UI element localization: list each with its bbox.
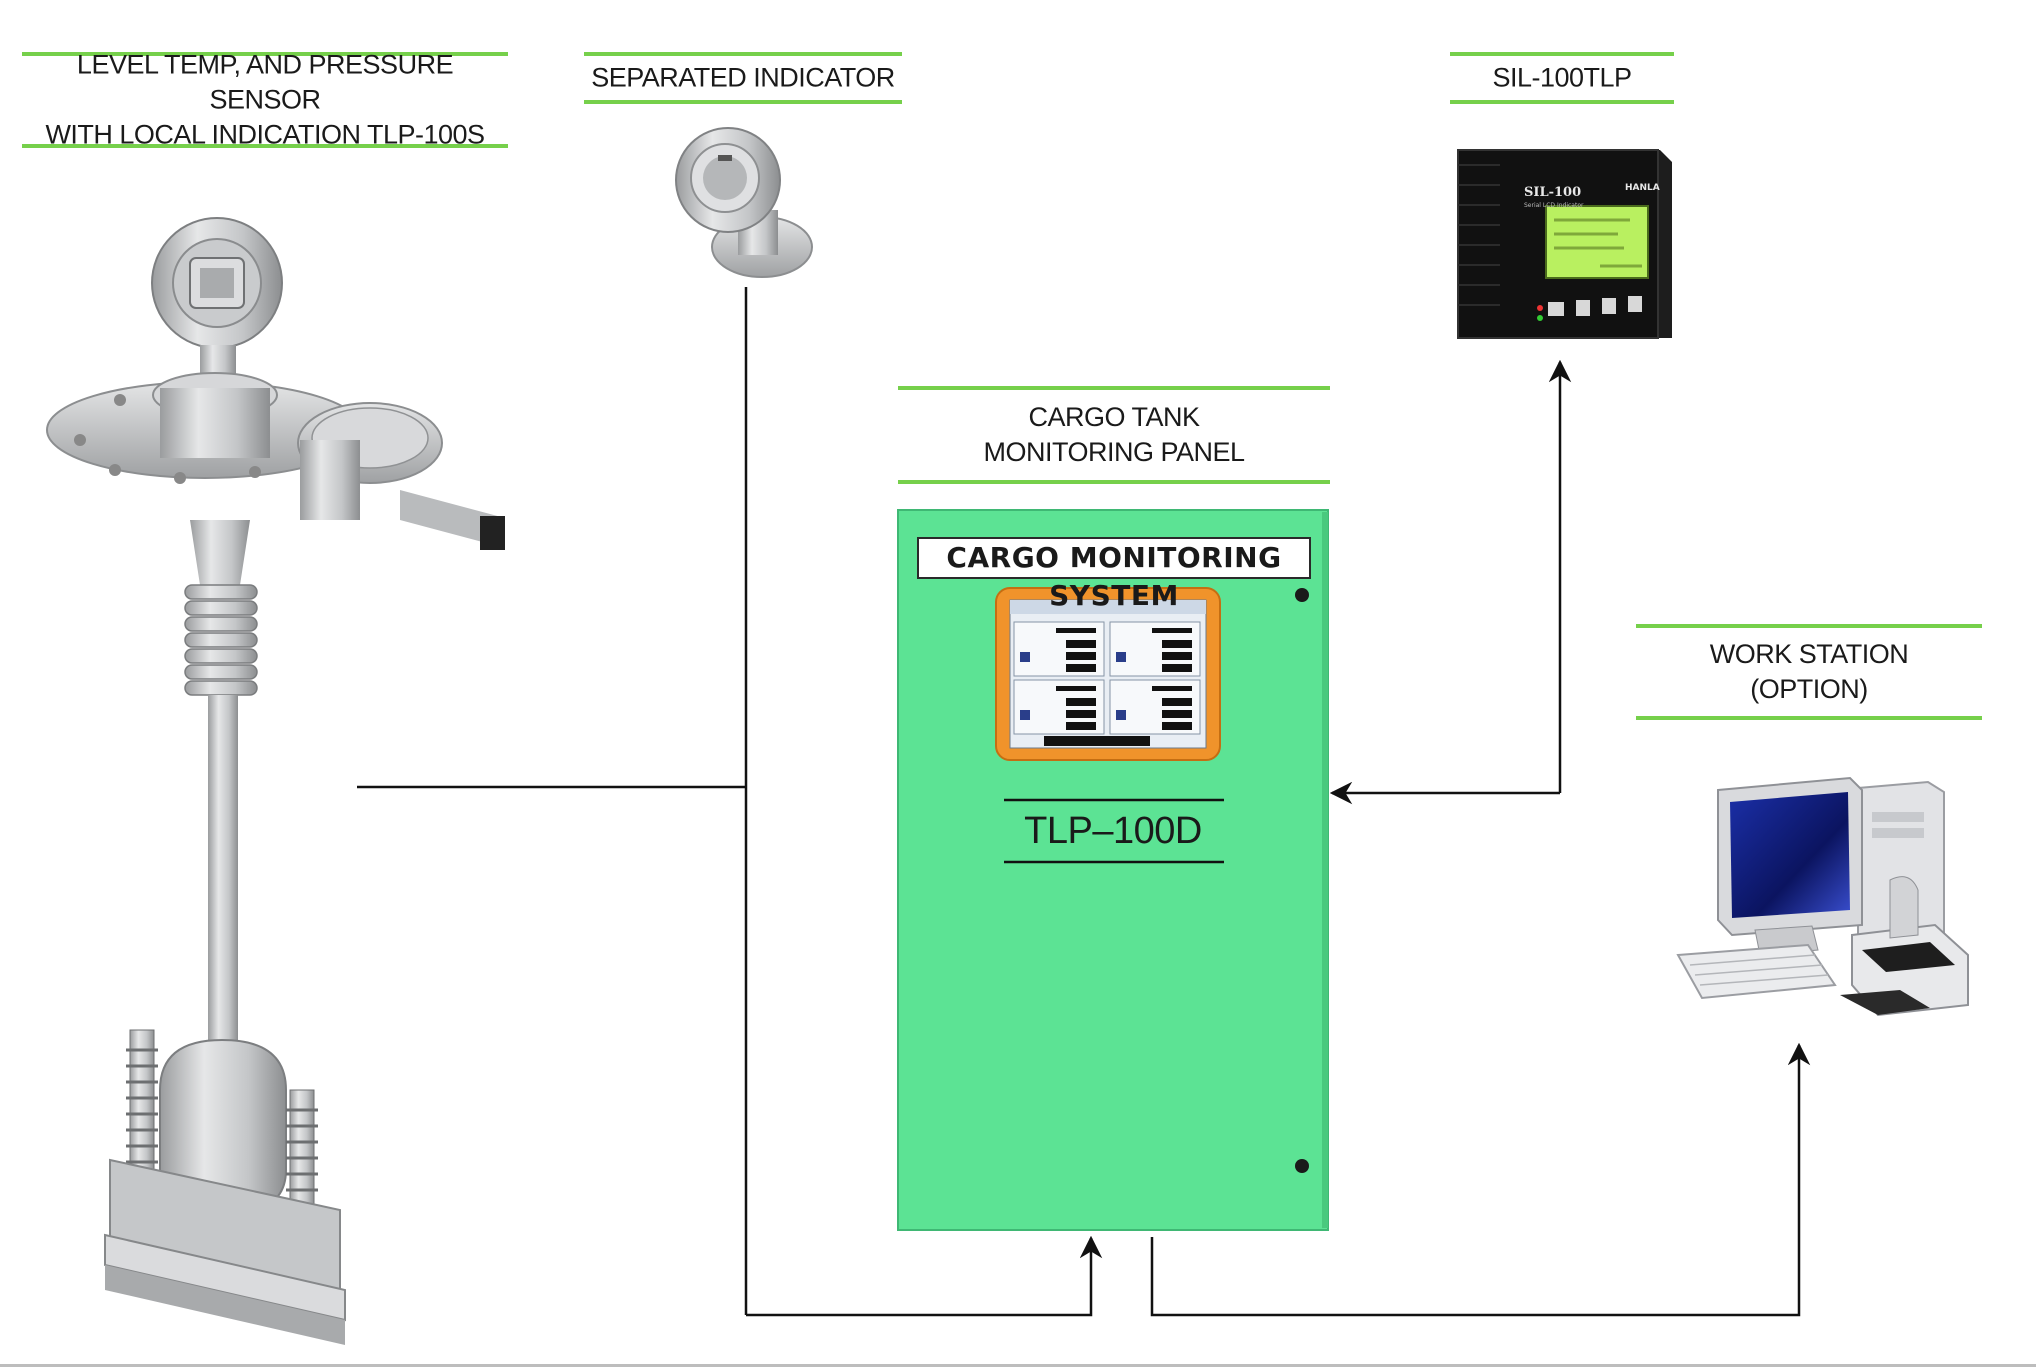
label-line: SEPARATED INDICATOR — [591, 62, 895, 93]
label-bar-bottom — [22, 144, 508, 148]
label-line: LEVEL TEMP, AND PRESSURE SENSOR — [76, 49, 454, 115]
footer-rule — [0, 1364, 2036, 1367]
svg-text:HANLA: HANLA — [1625, 183, 1660, 193]
sil-display-icon: SIL-100 Serial LCD Indicator HANLA — [1457, 149, 1672, 339]
label-line: MONITORING PANEL — [983, 437, 1245, 467]
label-bar-bottom — [584, 100, 902, 104]
panel-model-label: TLP–100D — [1024, 810, 1202, 852]
label-separated-indicator: SEPARATED INDICATOR — [584, 52, 902, 104]
separated-indicator-icon — [675, 127, 813, 278]
label-line: (OPTION) — [1750, 674, 1868, 704]
label-bar-top — [584, 52, 902, 56]
svg-text:SIL-100: SIL-100 — [1524, 185, 1581, 200]
panel-title: CARGO MONITORING SYSTEM — [917, 537, 1311, 612]
label-bar-bottom — [1636, 716, 1982, 720]
level-sensor-icon — [46, 217, 505, 1345]
label-work-station: WORK STATION (OPTION) — [1636, 624, 1982, 720]
svg-text:Serial LCD Indicator: Serial LCD Indicator — [1524, 202, 1584, 209]
label-bar-bottom — [898, 480, 1330, 484]
label-sil-100tlp: SIL-100TLP — [1450, 52, 1674, 104]
label-monitoring-panel: CARGO TANK MONITORING PANEL — [898, 386, 1330, 484]
label-line: SIL-100TLP — [1492, 62, 1632, 93]
printer-icon — [1840, 876, 1969, 1017]
label-bar-top — [22, 52, 508, 56]
workstation-pc-icon — [1676, 776, 1945, 1000]
monitoring-panel-cabinet — [897, 509, 1329, 1231]
label-line: CARGO TANK — [1028, 402, 1200, 432]
connection-lines — [357, 287, 1811, 1317]
label-bar-top — [1636, 624, 1982, 628]
label-bar-top — [898, 386, 1330, 390]
label-bar-top — [1450, 52, 1674, 56]
label-bar-bottom — [1450, 100, 1674, 104]
label-line: WORK STATION — [1709, 639, 1909, 669]
label-level-sensor: LEVEL TEMP, AND PRESSURE SENSOR WITH LOC… — [22, 50, 508, 150]
